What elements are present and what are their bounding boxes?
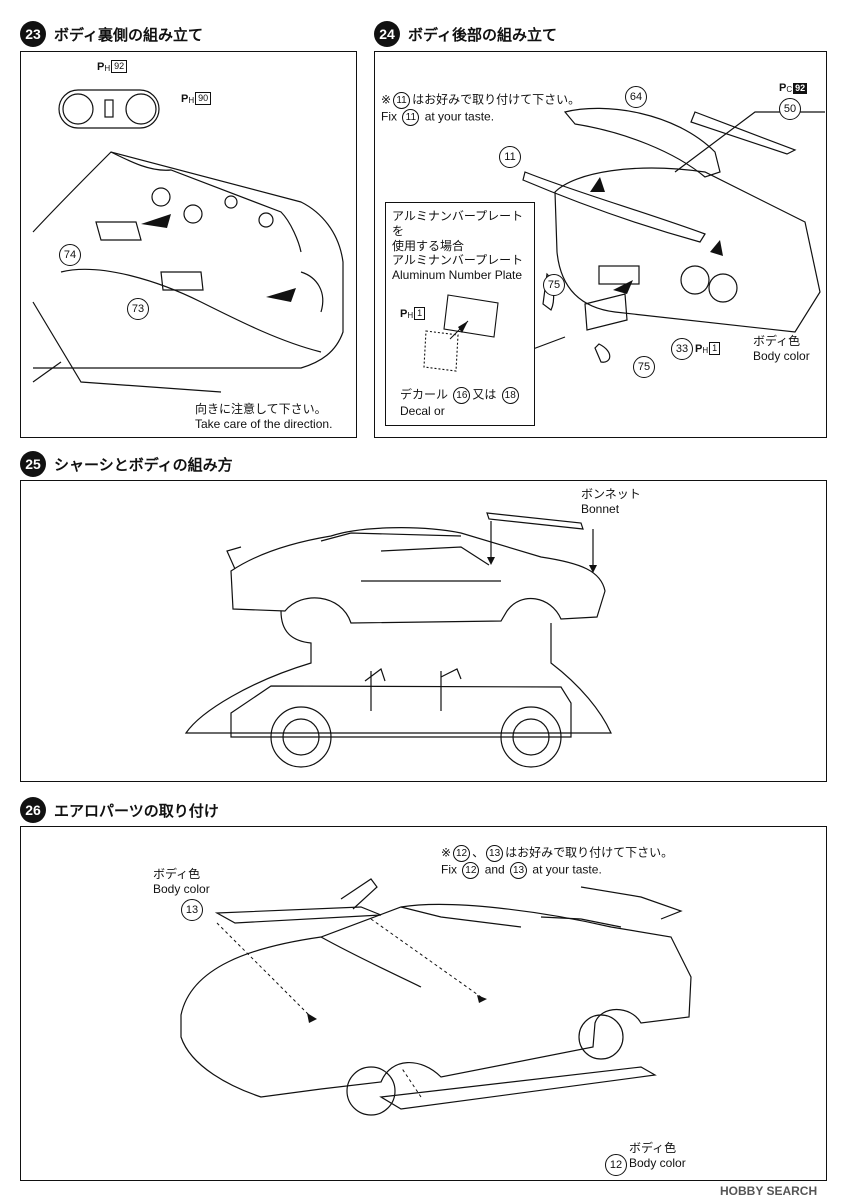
step-heading: エアロパーツの取り付け — [54, 801, 219, 820]
part-callout-73: 73 — [127, 298, 149, 320]
part-callout-75b: 75 — [633, 356, 655, 378]
step-number: 25 — [20, 451, 46, 477]
step-23-title: 23 ボディ裏側の組み立て — [20, 21, 203, 47]
part-callout-12: 12 — [605, 1154, 627, 1176]
step-25-panel: ボンネット Bonnet — [20, 480, 827, 782]
part-callout-13: 13 — [181, 899, 203, 921]
step-number: 26 — [20, 797, 46, 823]
inset-plate-label: アルミナンバープレート Aluminum Number Plate — [392, 253, 524, 282]
step-heading: シャーシとボディの組み方 — [54, 455, 233, 474]
step-26-title: 26 エアロパーツの取り付け — [20, 797, 219, 823]
step-heading: ボディ裏側の組み立て — [54, 25, 203, 44]
body-color-label-top: ボディ色 Body color — [153, 867, 210, 896]
inset-title: アルミナンバープレートを 使用する場合 — [392, 209, 524, 253]
step-25-title: 25 シャーシとボディの組み方 — [20, 451, 233, 477]
watermark-hobbysearch: HOBBY SEARCH — [720, 1184, 818, 1198]
step-number: 23 — [20, 21, 46, 47]
aero-parts-illustration — [180, 878, 692, 1116]
step-24-title: 24 ボディ後部の組み立て — [374, 21, 557, 47]
step-23-note: 向きに注意して下さい。 Take care of the direction. — [195, 402, 333, 431]
part-callout-33: 33 — [671, 338, 693, 360]
aluminum-plate-inset: アルミナンバープレートを 使用する場合 アルミナンバープレート Aluminum… — [385, 202, 535, 426]
part-callout-64: 64 — [625, 86, 647, 108]
part-callout-50: 50 — [779, 98, 801, 120]
body-underside-illustration — [32, 89, 344, 393]
part-callout-11: 11 — [499, 146, 521, 168]
body-color-label: ボディ色 Body color — [753, 334, 810, 363]
bonnet-label: ボンネット Bonnet — [581, 487, 641, 516]
chassis-body-illustration — [184, 512, 612, 768]
part-callout-75a: 75 — [543, 274, 565, 296]
plate-decal-illustration — [423, 294, 499, 372]
step-number: 24 — [374, 21, 400, 47]
body-color-label-bottom: ボディ色 Body color — [629, 1141, 686, 1170]
step-heading: ボディ後部の組み立て — [408, 25, 557, 44]
part-callout-74: 74 — [59, 244, 81, 266]
body-rear-illustration — [522, 107, 825, 363]
